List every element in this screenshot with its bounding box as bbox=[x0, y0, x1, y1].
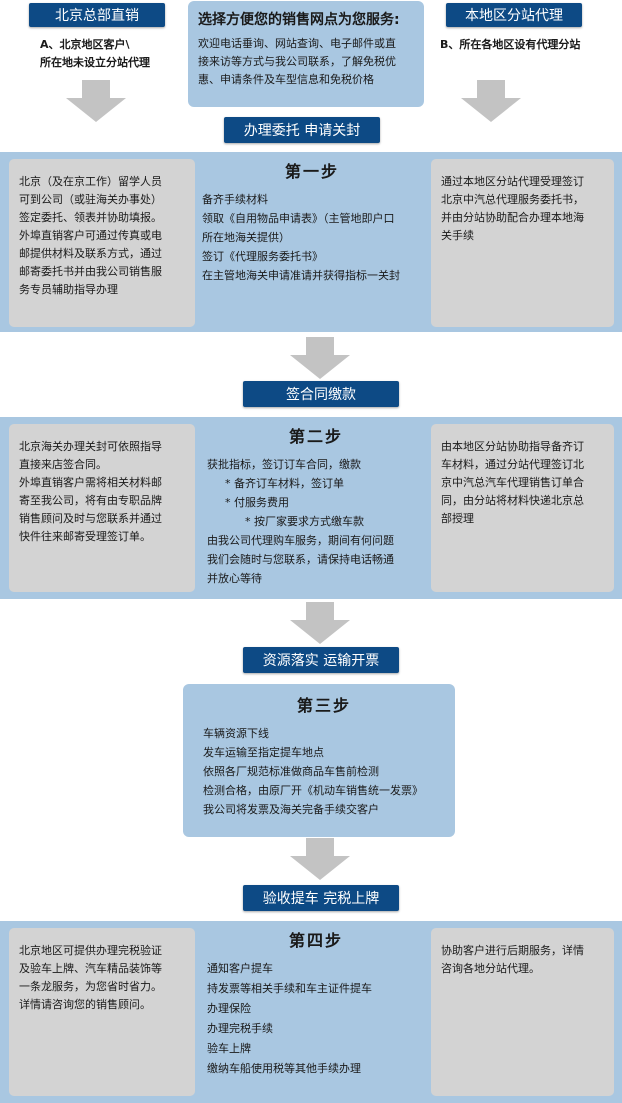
stage-2-steps: 第二步 获批指标，签订订车合同，缴款 * 备齐订车材料，签订单 * 付服务费用 … bbox=[207, 423, 425, 588]
info-service-outlets: 选择方便您的销售网点为您服务: 欢迎电话垂询、网站查询、电子邮件或直 接来访等方… bbox=[188, 1, 424, 107]
stage-banner-1: 办理委托 申请关封 bbox=[224, 117, 380, 143]
arrow-down-icon bbox=[290, 838, 350, 880]
tag-headquarters-direct-sales: 北京总部直销 bbox=[29, 3, 165, 27]
note-headquarters-clients: A、北京地区客户\ 所在地未设立分站代理 bbox=[40, 38, 150, 69]
stage-4-right-box: 协助客户进行后期服务，详情咨询各地分站代理。 bbox=[431, 928, 614, 1096]
arrow-down-icon bbox=[290, 337, 350, 379]
tag-local-branch-agent: 本地区分站代理 bbox=[446, 3, 582, 27]
step-title: 第二步 bbox=[288, 427, 343, 446]
stage-4-left-box: 北京地区可提供办理完税验证及验车上牌、汽车精品装饰等 一条龙服务，为您省时省力。… bbox=[9, 928, 195, 1096]
stage-1-right-box: 通过本地区分站代理受理签订北京中汽总代理服务委托书， 并由分站协助配合办理本地海… bbox=[431, 159, 614, 327]
arrow-down-icon bbox=[461, 80, 521, 122]
stage-banner-4: 验收提车 完税上牌 bbox=[243, 885, 399, 911]
note-branch-clients: B、所在各地区设有代理分站 bbox=[440, 38, 581, 51]
stage-1-steps: 第一步 备齐手续材料领取《自用物品申请表》（主管地即户口 所在地海关提供）签订《… bbox=[202, 158, 422, 285]
stage-2-left-box: 北京海关办理关封可依照指导直接来店签合同。 外埠直销客户需将相关材料邮寄至我公司… bbox=[9, 424, 195, 592]
stage-banner-3: 资源落实 运输开票 bbox=[243, 647, 399, 673]
step-title: 第四步 bbox=[288, 931, 343, 950]
info-body: 欢迎电话垂询、网站查询、电子邮件或直 接来访等方式与我公司联系，了解免税优 惠、… bbox=[198, 37, 396, 86]
step-title: 第三步 bbox=[296, 696, 351, 715]
info-title: 选择方便您的销售网点为您服务: bbox=[198, 12, 400, 28]
arrow-down-icon bbox=[66, 80, 126, 122]
step-title: 第一步 bbox=[284, 162, 339, 181]
stage-2-right-box: 由本地区分站协助指导备齐订车材料，通过分站代理签订北 京中汽总汽车代理销售订单合… bbox=[431, 424, 614, 592]
stage-1-left-box: 北京（及在京工作）留学人员可到公司（或驻海关办事处） 签定委托、领表并协助填报。… bbox=[9, 159, 195, 327]
stage-banner-2: 签合同缴款 bbox=[243, 381, 399, 407]
stage-panel-3: 第三步 车辆资源下线发车运输至指定提车地点 依照各厂规范标准做商品车售前检测检测… bbox=[183, 684, 455, 837]
stage-4-steps: 第四步 通知客户提车持发票等相关手续和车主证件提车 办理保险办理完税手续 验车上… bbox=[207, 927, 425, 1079]
arrow-down-icon bbox=[290, 602, 350, 644]
